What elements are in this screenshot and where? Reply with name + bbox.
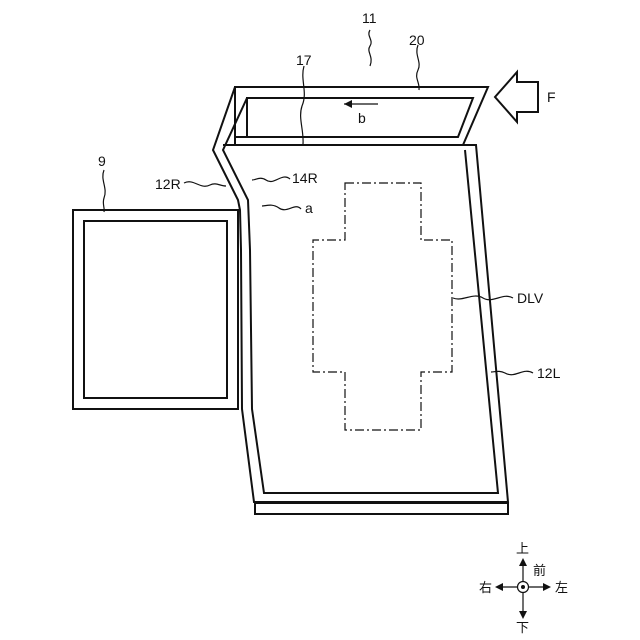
dir-up-label: 上 bbox=[516, 542, 529, 557]
label-b: b bbox=[358, 110, 366, 126]
dir-left-label: 左 bbox=[555, 581, 568, 596]
base-plate bbox=[255, 503, 508, 514]
dir-down-label: 下 bbox=[516, 621, 529, 636]
leader-20 bbox=[417, 45, 420, 90]
dir-front-label: 前 bbox=[533, 563, 546, 579]
label-12l: 12L bbox=[537, 365, 561, 381]
housing bbox=[213, 87, 508, 514]
device-inner-frame bbox=[84, 221, 227, 398]
housing-inner-wall bbox=[223, 98, 498, 493]
leader-12r bbox=[184, 182, 226, 186]
leader-a bbox=[262, 205, 301, 210]
leader-17 bbox=[301, 66, 305, 144]
label-9: 9 bbox=[98, 153, 106, 169]
leader-dlv bbox=[453, 296, 513, 300]
arrow-b bbox=[344, 100, 378, 108]
device-9 bbox=[73, 210, 238, 409]
label-12r: 12R bbox=[155, 176, 181, 192]
label-dlv: DLV bbox=[517, 290, 544, 306]
label-a: a bbox=[305, 200, 313, 216]
label-20: 20 bbox=[409, 32, 425, 48]
force-arrow bbox=[495, 72, 538, 122]
label-14r: 14R bbox=[292, 170, 318, 186]
leader-11 bbox=[369, 30, 371, 66]
label-17: 17 bbox=[296, 52, 312, 68]
device-outer-frame bbox=[73, 210, 238, 409]
leader-9 bbox=[103, 170, 105, 212]
dir-right-label: 右 bbox=[479, 581, 492, 596]
label-11: 11 bbox=[362, 10, 377, 26]
direction-compass: 上 前 下 右 左 bbox=[479, 542, 568, 636]
label-f: F bbox=[547, 89, 556, 105]
leader-14r bbox=[252, 177, 290, 182]
dlv-region-outline bbox=[313, 183, 452, 430]
